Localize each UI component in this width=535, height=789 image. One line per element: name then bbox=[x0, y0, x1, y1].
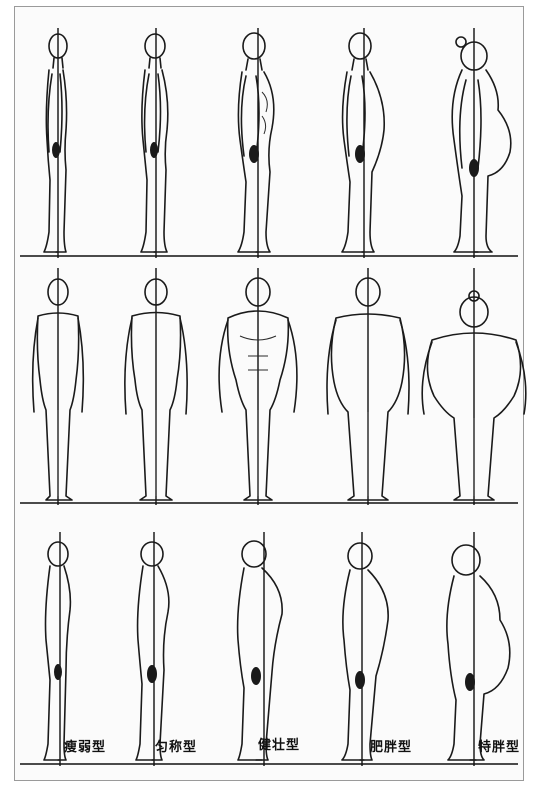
male-front-thin bbox=[33, 268, 84, 505]
label-obese: 特胖型 bbox=[478, 736, 520, 755]
label-athletic: 健壮型 bbox=[258, 734, 300, 753]
female-side-balanced bbox=[136, 532, 169, 766]
male-side-plump bbox=[342, 28, 384, 258]
male-front-obese bbox=[422, 268, 526, 505]
label-plump: 肥胖型 bbox=[370, 736, 412, 755]
male-front-balanced bbox=[125, 268, 187, 505]
male-side-thin bbox=[44, 28, 67, 258]
male-front-athletic bbox=[219, 268, 297, 505]
male-front-plump bbox=[327, 268, 409, 505]
label-thin: 瘦弱型 bbox=[64, 736, 106, 755]
female-side-athletic bbox=[238, 532, 283, 766]
male-side-obese bbox=[452, 28, 511, 258]
female-side-obese bbox=[447, 532, 510, 766]
female-side-thin bbox=[44, 532, 70, 766]
male-side-balanced bbox=[141, 28, 168, 258]
label-balanced: 匀称型 bbox=[155, 736, 197, 755]
male-side-athletic bbox=[238, 28, 274, 258]
female-side-plump bbox=[342, 532, 388, 766]
